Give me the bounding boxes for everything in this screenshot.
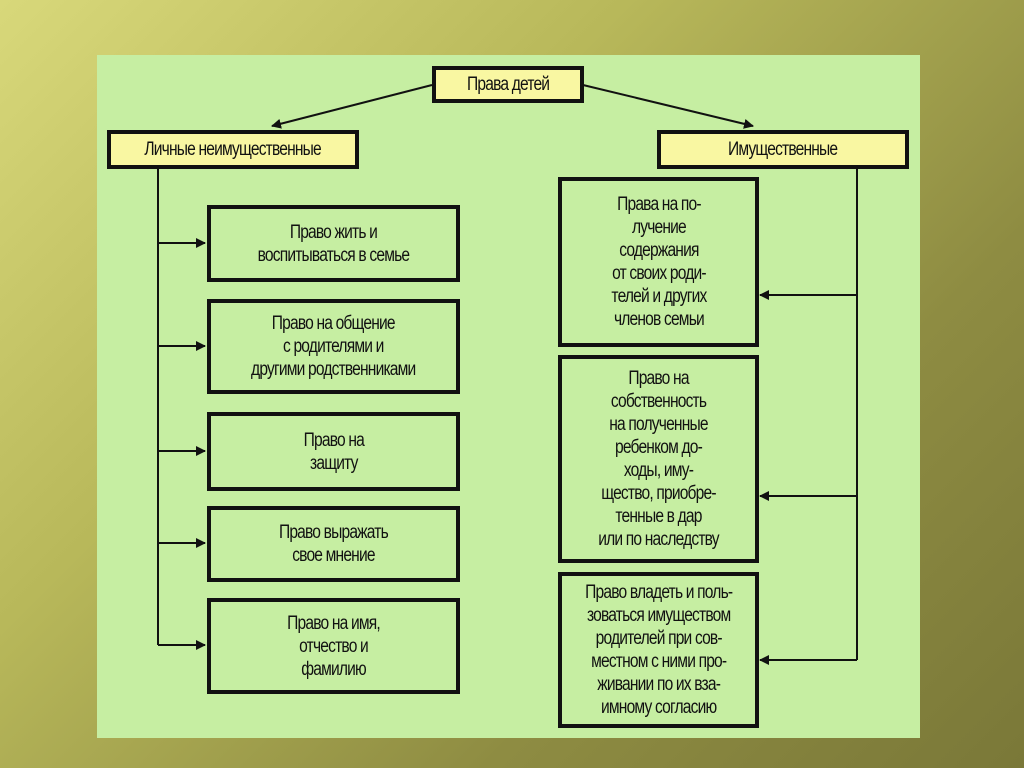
right-item-node: Права на по- лучение содержания от своих… [558, 177, 759, 347]
arrow-root-right [582, 84, 754, 129]
left-item-node: Право жить и воспитываться в семье [207, 205, 460, 282]
right-item-label: Права на по- лучение содержания от своих… [610, 194, 707, 330]
left-category-node: Личные неимущественные [107, 130, 359, 169]
left-item-node: Право на имя, отчество и фамилию [207, 598, 460, 694]
right-item-label: Право на собственность на полученные реб… [598, 368, 719, 550]
left-item-node: Право на защиту [207, 412, 460, 491]
arrow-root-left [271, 84, 433, 129]
left-item-label: Право на общение с родителями и другими … [251, 313, 416, 380]
right-item-node: Право владеть и поль- зоваться имущество… [558, 572, 759, 728]
left-item-node: Право выражать свое мнение [207, 506, 460, 582]
left-item-label: Право выражать свое мнение [279, 522, 389, 566]
root-label: Права детей [466, 74, 550, 95]
right-item-node: Право на собственность на полученные реб… [558, 355, 759, 563]
left-item-label: Право на имя, отчество и фамилию [287, 612, 381, 680]
right-item-label: Право владеть и поль- зоваться имущество… [584, 582, 733, 718]
root-node: Права детей [432, 66, 584, 103]
left-item-label: Право на защиту [303, 429, 364, 474]
right-category-node: Имущественные [657, 130, 909, 169]
right-category-label: Имущественные [728, 139, 838, 160]
left-category-label: Личные неимущественные [144, 139, 322, 160]
left-item-label: Право жить и воспитываться в семье [257, 221, 410, 266]
left-item-node: Право на общение с родителями и другими … [207, 299, 460, 394]
